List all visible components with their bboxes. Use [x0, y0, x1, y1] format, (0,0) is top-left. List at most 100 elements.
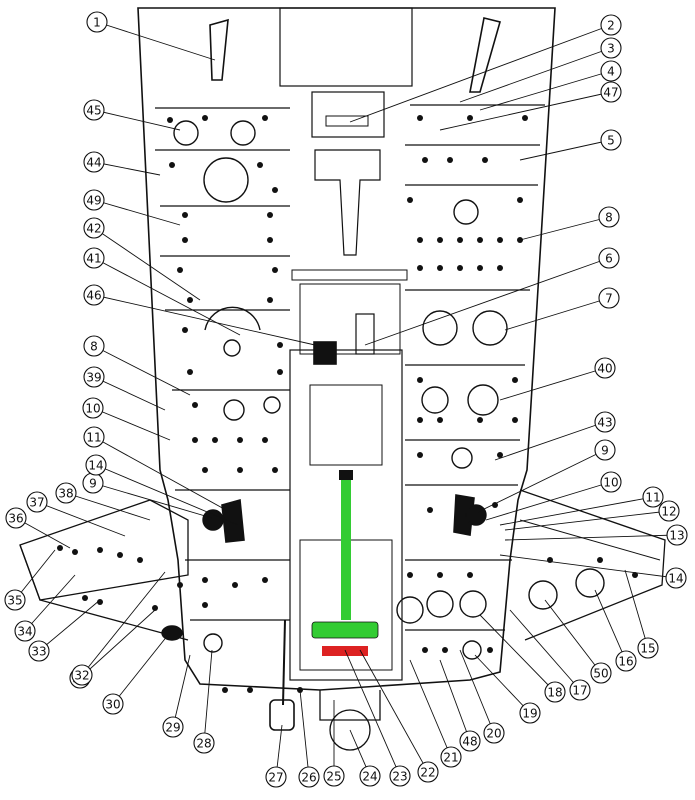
callout-c30: 30	[102, 693, 124, 715]
callout-circle	[459, 730, 481, 752]
leader-line-c1	[96, 21, 216, 61]
knob-dot	[257, 162, 263, 168]
callout-c8r: 8	[598, 206, 620, 228]
callout-c20: 20	[483, 722, 505, 744]
leader-line-c39	[93, 376, 166, 411]
callout-number: 46	[86, 289, 101, 303]
callout-number: 47	[603, 86, 618, 100]
callout-number: 50	[593, 667, 608, 681]
callout-number: 38	[58, 487, 73, 501]
callout-c19: 19	[519, 702, 541, 724]
callout-circle	[642, 486, 664, 508]
knob-dot	[497, 237, 503, 243]
callout-circle	[440, 746, 462, 768]
callout-number: 21	[443, 751, 458, 765]
callout-number: 13	[669, 529, 684, 543]
callout-number: 49	[86, 194, 101, 208]
knob-dot	[272, 187, 278, 193]
leader-line-c26	[299, 689, 310, 778]
knob-dot	[117, 552, 123, 558]
callout-c6: 6	[598, 247, 620, 269]
callout-c2: 2	[600, 14, 622, 36]
callout-c35: 35	[4, 589, 26, 611]
knob-dot	[97, 599, 103, 605]
callout-circle	[83, 284, 105, 306]
knob-dot	[522, 115, 528, 121]
callout-number: 6	[605, 252, 613, 266]
callout-number: 19	[522, 707, 537, 721]
knob-dot	[467, 572, 473, 578]
callout-number: 10	[85, 402, 100, 416]
callout-circle	[4, 589, 26, 611]
callout-circle	[83, 189, 105, 211]
callout-number: 15	[640, 642, 655, 656]
callout-circle	[83, 335, 105, 357]
callout-number: 12	[661, 505, 676, 519]
callout-circle	[417, 761, 439, 783]
leader-line-c14l	[95, 464, 239, 526]
callout-circle	[600, 471, 622, 493]
callout-number: 18	[547, 686, 562, 700]
callout-c46: 46	[83, 284, 105, 306]
callout-circle	[26, 491, 48, 513]
callout-c16: 16	[615, 650, 637, 672]
callout-number: 20	[486, 727, 501, 741]
callout-circle	[615, 650, 637, 672]
knob-dot	[177, 267, 183, 273]
knob-dot	[182, 237, 188, 243]
leader-line-c44	[93, 161, 161, 176]
leader-line-c10r	[485, 481, 612, 521]
knob-dot	[437, 417, 443, 423]
callout-circle	[83, 217, 105, 239]
callout-circle	[28, 640, 50, 662]
callout-circle	[665, 567, 687, 589]
callout-circle	[162, 716, 184, 738]
callout-number: 1	[93, 16, 101, 30]
knob-dot	[262, 577, 268, 583]
callout-number: 9	[89, 477, 97, 491]
callout-circle	[594, 411, 616, 433]
callout-c9r: 9	[594, 439, 616, 461]
callout-circle	[193, 732, 215, 754]
callout-c34: 34	[14, 620, 36, 642]
leader-line-c15	[624, 569, 649, 649]
callout-c42: 42	[83, 217, 105, 239]
callout-number: 41	[86, 252, 101, 266]
callout-circle	[600, 81, 622, 103]
leader-line-c18	[479, 614, 556, 693]
callout-c49: 49	[83, 189, 105, 211]
panel-dividers	[155, 104, 545, 631]
callout-number: 32	[74, 669, 89, 683]
callout-c28: 28	[193, 732, 215, 754]
callout-c13: 13	[666, 524, 688, 546]
knob-dot	[417, 377, 423, 383]
leader-line-c29	[172, 654, 191, 728]
leader-line-c4	[479, 70, 612, 111]
callout-circle	[86, 11, 108, 33]
callout-circle	[594, 357, 616, 379]
callout-c18: 18	[544, 681, 566, 703]
callout-circle	[83, 151, 105, 173]
knob-dot	[277, 369, 283, 375]
callout-circle	[600, 14, 622, 36]
leader-line-c8l	[93, 345, 191, 396]
callout-number: 40	[597, 362, 612, 376]
callout-circle	[594, 439, 616, 461]
knob-dot	[267, 237, 273, 243]
callout-circle	[83, 366, 105, 388]
knob-dot	[467, 115, 473, 121]
callout-c10l: 10	[82, 397, 104, 419]
callout-c39: 39	[83, 366, 105, 388]
knob-dot	[457, 237, 463, 243]
callout-circle	[298, 766, 320, 788]
leader-line-c17	[509, 609, 581, 691]
callout-c41: 41	[83, 247, 105, 269]
callout-number: 4	[607, 65, 615, 79]
leader-line-c3	[459, 47, 612, 103]
callout-circle	[600, 60, 622, 82]
callout-circle	[83, 426, 105, 448]
callout-c15: 15	[637, 637, 659, 659]
callout-number: 7	[605, 292, 613, 306]
knob-dot	[417, 452, 423, 458]
knob-dot	[72, 549, 78, 555]
